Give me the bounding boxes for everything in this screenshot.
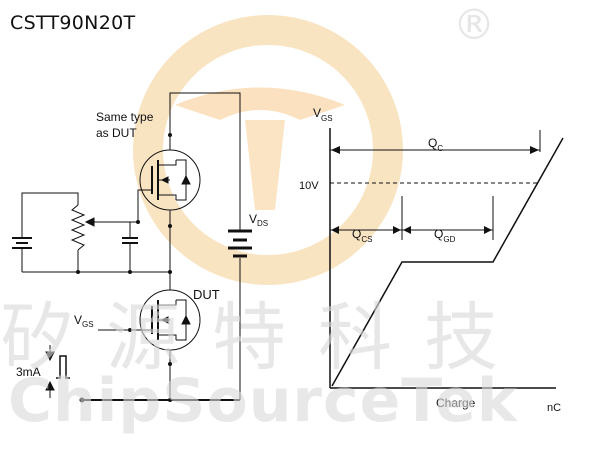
junction-dot (168, 133, 172, 137)
body-diode (181, 174, 191, 185)
junction-dot (79, 397, 85, 403)
wire-drain-supply (169, 92, 241, 230)
vds-label: VDS (249, 212, 268, 228)
wire (158, 334, 177, 340)
circuit-schematic (12, 92, 252, 401)
wire (21, 192, 79, 238)
wire (158, 160, 177, 166)
qcs-label: QCS (352, 227, 372, 244)
pulse-waveform (56, 355, 70, 379)
x-axis-label: Charge (436, 396, 476, 410)
part-number-title: CSTT90N20T (10, 12, 136, 34)
potentiometer (70, 204, 86, 251)
wiper-arrow (84, 217, 95, 227)
arrow-head (484, 226, 492, 234)
arrow-head (403, 226, 411, 234)
x-axis-unit: nC (547, 402, 561, 414)
gate-charge-chart (329, 128, 564, 389)
mosfet-arrow (160, 176, 169, 184)
circuit-labels: Same type as DUT DUT VGS VDS 3mA (16, 110, 268, 379)
junction-dot (128, 328, 132, 332)
mosfet-arrow (160, 316, 169, 324)
wire (158, 194, 177, 200)
qgd-label: QGD (434, 227, 456, 244)
wire (158, 300, 177, 306)
watermark-chinese: 矽源特科技 (0, 295, 530, 381)
current-arrow (45, 351, 55, 362)
junction-dot (168, 362, 172, 366)
chart-labels: VGS 10V QC QCS QGD Charge nC (299, 106, 561, 414)
arrow-head (331, 146, 340, 154)
dut-label: DUT (193, 287, 220, 302)
chart-vgs-label: VGS (313, 106, 333, 123)
arrow-head (393, 226, 401, 234)
watermark-logo-swoosh (175, 87, 345, 120)
level-10v-label: 10V (299, 180, 319, 192)
dimension-arrows (331, 146, 539, 234)
junction-dot (168, 398, 172, 402)
junction-dot (168, 270, 172, 274)
body-diode (181, 314, 191, 325)
current-arrow (45, 380, 55, 391)
junction-dot (76, 270, 80, 274)
same-type-label-line2: as DUT (96, 126, 137, 140)
arrow-head (530, 146, 539, 154)
junction-dot (168, 224, 172, 228)
circuit-vgs-label: VGS (74, 313, 94, 329)
watermark-english: ChipSourceTek (8, 366, 518, 436)
same-type-label-line1: Same type (96, 110, 154, 124)
junction-dot (136, 220, 140, 224)
arrow-head (331, 226, 339, 234)
wire-gate (137, 189, 152, 222)
watermark-logo-stem (245, 120, 285, 210)
current-label: 3mA (16, 365, 41, 379)
gate-charge-curve (331, 137, 564, 387)
registered-mark: ® (453, 0, 495, 49)
junction-dot (128, 270, 132, 274)
junction-dots (76, 133, 172, 403)
qc-label: QC (428, 136, 443, 153)
